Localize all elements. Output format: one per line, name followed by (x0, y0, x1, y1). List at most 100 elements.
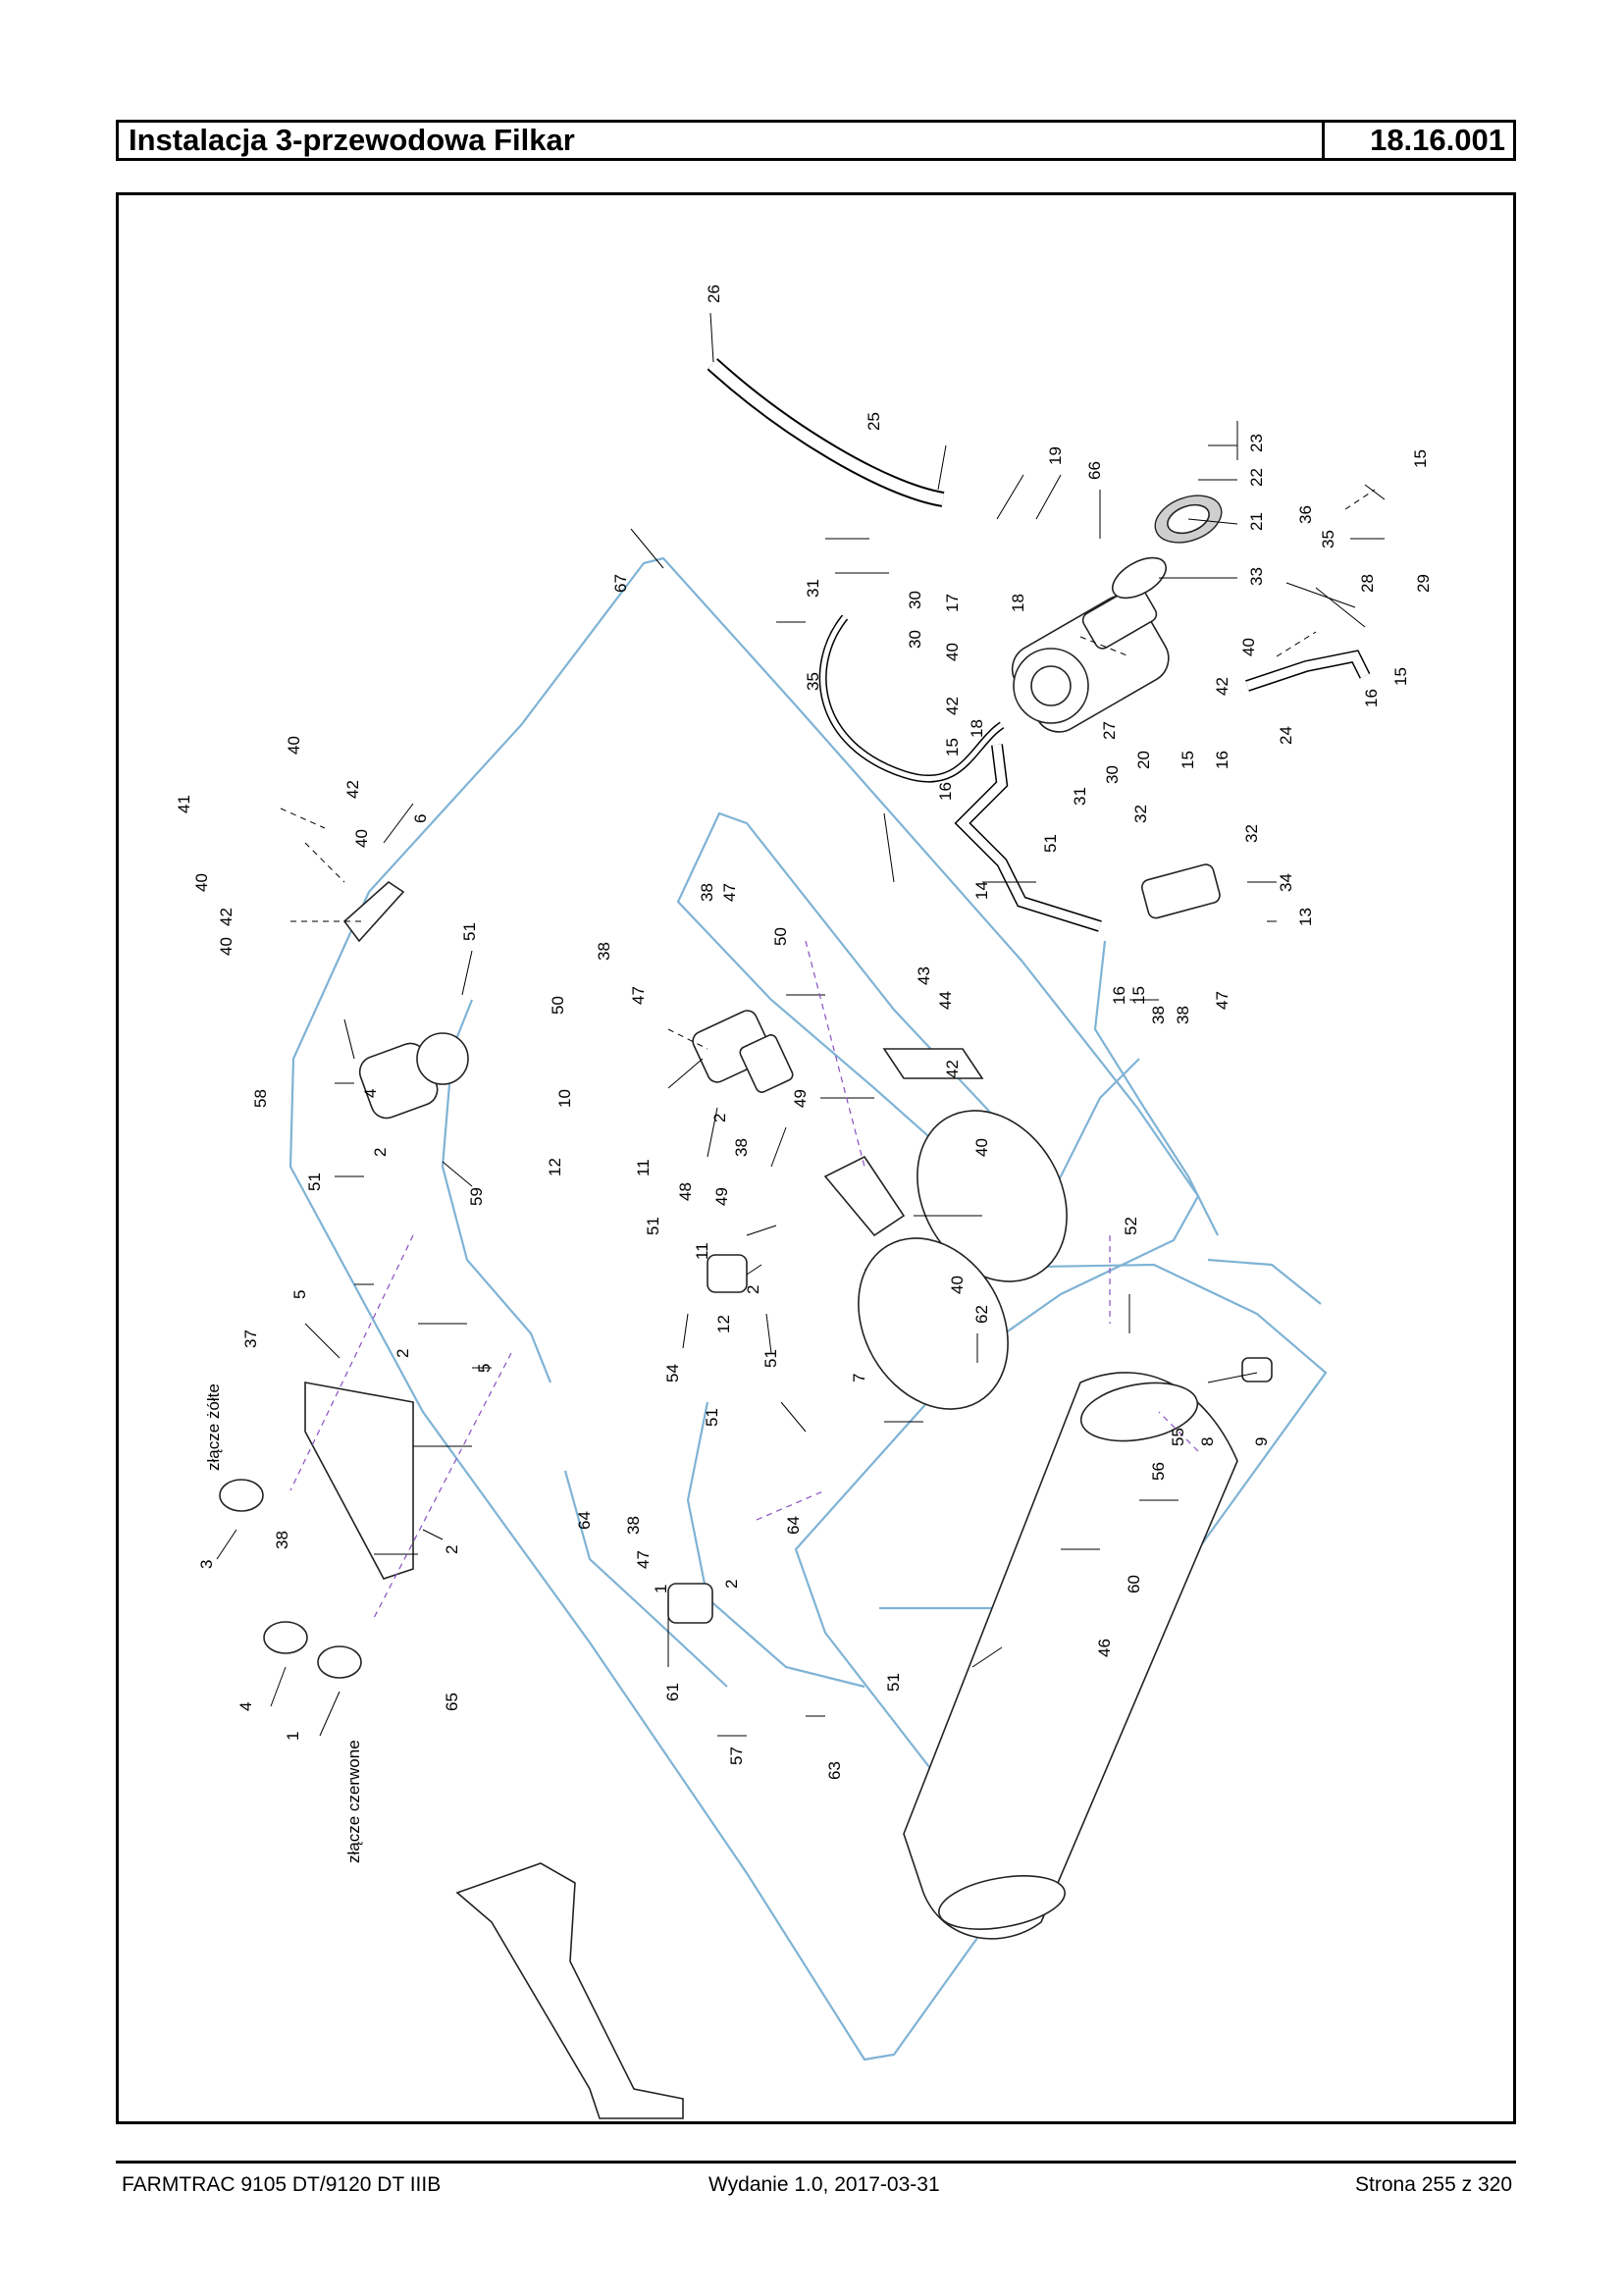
callout-23: 23 (1247, 434, 1266, 452)
callout-40d: 38 (698, 883, 716, 902)
callout-43b: 42 (1213, 677, 1231, 696)
callout-43d: 42 (217, 908, 236, 926)
callout-11b: 11 (693, 1242, 711, 1260)
callout-41f: 40 (217, 937, 236, 956)
callout-51: 49 (712, 1187, 731, 1206)
callout-43e: 42 (943, 1060, 962, 1078)
callout-22: 22 (1247, 468, 1266, 487)
callout-18a: 18 (1009, 594, 1027, 612)
callout-49b: 50 (549, 996, 567, 1015)
callout-46b: 47 (720, 883, 739, 902)
callout-62: 61 (663, 1683, 682, 1701)
callout-12b: 12 (714, 1315, 733, 1333)
callout-15b: 15 (1391, 667, 1410, 686)
callout-60: 60 (1125, 1575, 1143, 1593)
callout-40e: 38 (732, 1138, 751, 1157)
callout-66: 66 (1085, 461, 1104, 480)
page-footer: FARMTRAC 9105 DT/9120 DT IIIB Wydanie 1.… (116, 2170, 1516, 2200)
callout-41h: 40 (948, 1276, 967, 1294)
callout-5b: 5 (475, 1364, 494, 1373)
callout-8: 8 (1198, 1437, 1217, 1446)
callout-65: 65 (443, 1693, 461, 1711)
callout-18b: 18 (968, 719, 986, 738)
callout-55: 55 (1169, 1428, 1187, 1446)
callout-2f: 2 (722, 1580, 741, 1589)
callout-43c: 42 (343, 780, 362, 799)
callout-2a: 2 (371, 1148, 390, 1157)
callout-49a: 50 (771, 927, 790, 946)
callout-45: 44 (936, 991, 955, 1010)
callout-31a: 31 (804, 579, 822, 598)
callout-35: 35 (804, 672, 822, 691)
callout-53a: 51 (1041, 834, 1060, 853)
label-zlacze-czerwone: złącze czerwone (344, 1740, 363, 1863)
callout-15c: 15 (943, 738, 962, 756)
callout-41a: 40 (943, 643, 962, 661)
callout-64b: 64 (784, 1516, 803, 1535)
callout-5a: 5 (290, 1290, 309, 1299)
callout-29: 29 (1414, 574, 1433, 593)
callout-52: 52 (1122, 1217, 1140, 1235)
callout-41d: 40 (352, 829, 371, 848)
callout-36: 35 (1319, 530, 1337, 548)
callout-12a: 12 (546, 1158, 564, 1176)
callout-40b: 38 (1174, 1006, 1192, 1024)
callout-26: 26 (705, 285, 723, 303)
callout-16a: 16 (1362, 689, 1381, 707)
callout-38: 37 (241, 1330, 260, 1348)
callout-48: 49 (791, 1089, 810, 1108)
callout-30a: 30 (906, 591, 924, 609)
label-zlacze-zolte: złącze żółte (204, 1383, 223, 1471)
callout-40g: 38 (624, 1516, 643, 1535)
callout-28: 28 (1358, 574, 1377, 593)
footer-rule (116, 2161, 1516, 2164)
callout-57: 57 (727, 1747, 746, 1765)
callout-10: 10 (555, 1089, 574, 1108)
callout-2b: 2 (710, 1114, 729, 1122)
callout-34: 34 (1277, 873, 1295, 892)
callout-6: 6 (411, 814, 430, 823)
callout-42: 41 (175, 795, 193, 813)
callout-40f: 38 (273, 1531, 291, 1549)
callout-53f: 51 (703, 1408, 721, 1427)
callout-53g: 51 (884, 1673, 903, 1692)
callout-41b: 40 (1239, 638, 1258, 656)
callout-17: 17 (943, 594, 962, 612)
callout-58: 58 (251, 1089, 270, 1108)
callout-41c: 40 (285, 736, 303, 755)
callout-46d: 47 (634, 1550, 653, 1569)
callout-1b: 1 (652, 1585, 670, 1593)
callout-46c: 47 (629, 986, 648, 1005)
footer-page: Strona 255 z 320 (1355, 2173, 1512, 2196)
callout-59: 59 (467, 1187, 486, 1206)
footer-model: FARMTRAC 9105 DT/9120 DT IIIB (122, 2173, 442, 2196)
callout-20: 20 (1134, 751, 1153, 769)
callout-15e: 15 (1129, 986, 1148, 1005)
callout-14: 14 (972, 881, 991, 900)
callout-3: 3 (197, 1560, 216, 1569)
callout-2e: 2 (443, 1545, 461, 1554)
callout-1: 1 (284, 1732, 302, 1741)
callout-9: 9 (1252, 1437, 1271, 1446)
compressor-17 (1011, 585, 1170, 733)
air-tank-47 (903, 1372, 1238, 1940)
callout-50: 48 (676, 1182, 695, 1201)
callout-53e: 51 (761, 1349, 780, 1368)
callout-13: 13 (1296, 908, 1315, 926)
callout-27: 27 (1100, 721, 1119, 740)
callout-31b: 31 (1071, 787, 1089, 806)
callout-15a: 15 (1411, 449, 1430, 468)
callout-46a: 47 (1213, 991, 1231, 1010)
callout-64a: 64 (575, 1511, 594, 1530)
callout-32b: 32 (1242, 824, 1261, 843)
callout-56: 56 (1149, 1462, 1168, 1481)
callout-15d: 15 (1179, 751, 1197, 769)
footer-edition: Wydanie 1.0, 2017-03-31 (708, 2173, 940, 2196)
callout-47: 46 (1095, 1639, 1114, 1657)
callout-63: 63 (825, 1761, 844, 1780)
callout-11a: 11 (634, 1159, 653, 1176)
callout-24: 24 (1277, 726, 1295, 745)
callout-41g: 40 (972, 1138, 991, 1157)
callout-16c: 16 (1213, 751, 1231, 769)
valve-48 (692, 1010, 794, 1093)
